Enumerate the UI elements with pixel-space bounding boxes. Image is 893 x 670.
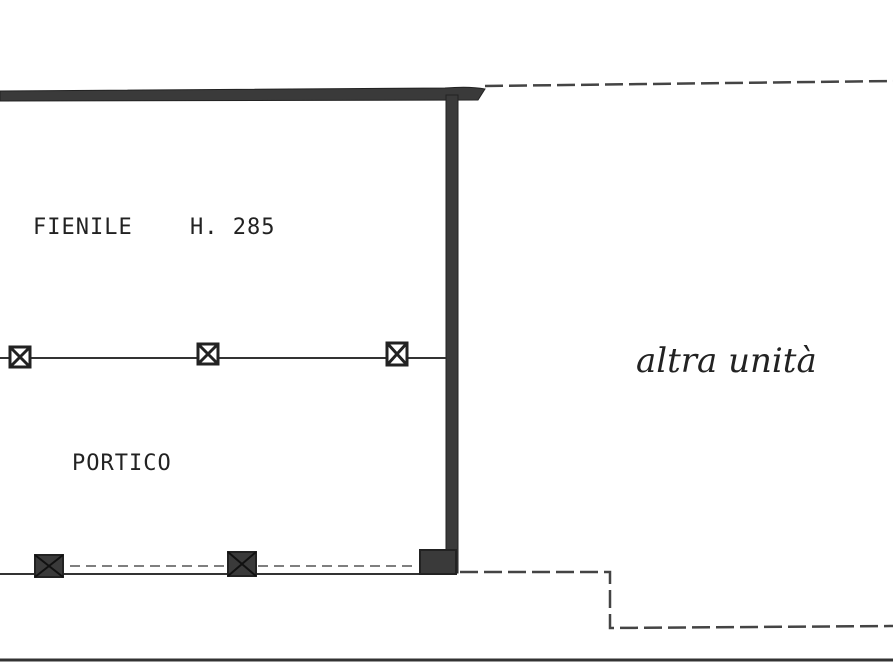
pillar-lower-1 <box>34 554 64 578</box>
pillar-upper-2 <box>196 342 220 366</box>
neighbor-boundary-top <box>484 79 893 88</box>
pillar-lower-3 <box>419 549 457 575</box>
fienile-height-label: H. 285 <box>190 215 275 240</box>
pillar-lower-2 <box>227 551 257 577</box>
neighbor-unit-note: altra unità <box>636 341 817 381</box>
fienile-label: FIENILE <box>33 215 133 240</box>
pillar-upper-3 <box>385 341 409 367</box>
neighbor-boundary-bottom <box>460 570 893 630</box>
pillar-upper-1 <box>8 345 32 369</box>
right-wall <box>445 94 459 574</box>
top-wall <box>0 86 486 102</box>
portico-label: PORTICO <box>72 451 172 476</box>
